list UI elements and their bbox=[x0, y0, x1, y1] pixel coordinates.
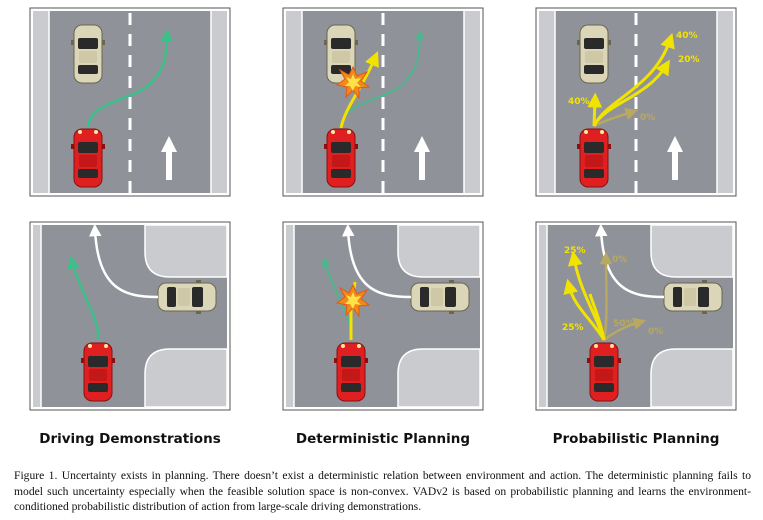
prob-label: 0% bbox=[648, 327, 663, 337]
car-icon bbox=[576, 128, 612, 188]
prob-label: 20% bbox=[678, 55, 700, 65]
car-icon bbox=[70, 24, 106, 84]
prob-label: 0% bbox=[640, 113, 655, 123]
figure-illustration: 40% 20% 40% 0% 25% 0% 25% 50% 0% bbox=[28, 6, 738, 411]
prob-label: 0% bbox=[612, 255, 627, 265]
car-icon bbox=[333, 342, 369, 402]
car-icon bbox=[663, 279, 723, 315]
panel-prob-intersection: 25% 0% 25% 50% 0% bbox=[535, 221, 737, 411]
prob-label: 25% bbox=[562, 323, 584, 333]
car-icon bbox=[80, 342, 116, 402]
panel-demo-straight bbox=[28, 6, 232, 198]
prob-label: 25% bbox=[564, 246, 586, 256]
column-title-deterministic: Deterministic Planning bbox=[295, 431, 471, 447]
prob-label: 40% bbox=[676, 31, 698, 41]
panel-det-intersection bbox=[282, 221, 484, 411]
figure-caption: Figure 1. Uncertainty exists in planning… bbox=[14, 469, 751, 513]
car-icon bbox=[157, 279, 217, 315]
panel-prob-straight: 40% 20% 40% 0% bbox=[534, 6, 738, 198]
panel-det-straight bbox=[281, 6, 485, 198]
panel-demo-intersection bbox=[29, 221, 231, 411]
column-title-probabilistic: Probabilistic Planning bbox=[552, 431, 720, 447]
car-icon bbox=[410, 279, 470, 315]
prob-label: 40% bbox=[568, 97, 590, 107]
column-title-demonstrations: Driving Demonstrations bbox=[39, 431, 221, 447]
car-icon bbox=[70, 128, 106, 188]
car-icon bbox=[323, 128, 359, 188]
car-icon bbox=[576, 24, 612, 84]
prob-label: 50% bbox=[613, 319, 635, 329]
car-icon bbox=[586, 342, 622, 402]
